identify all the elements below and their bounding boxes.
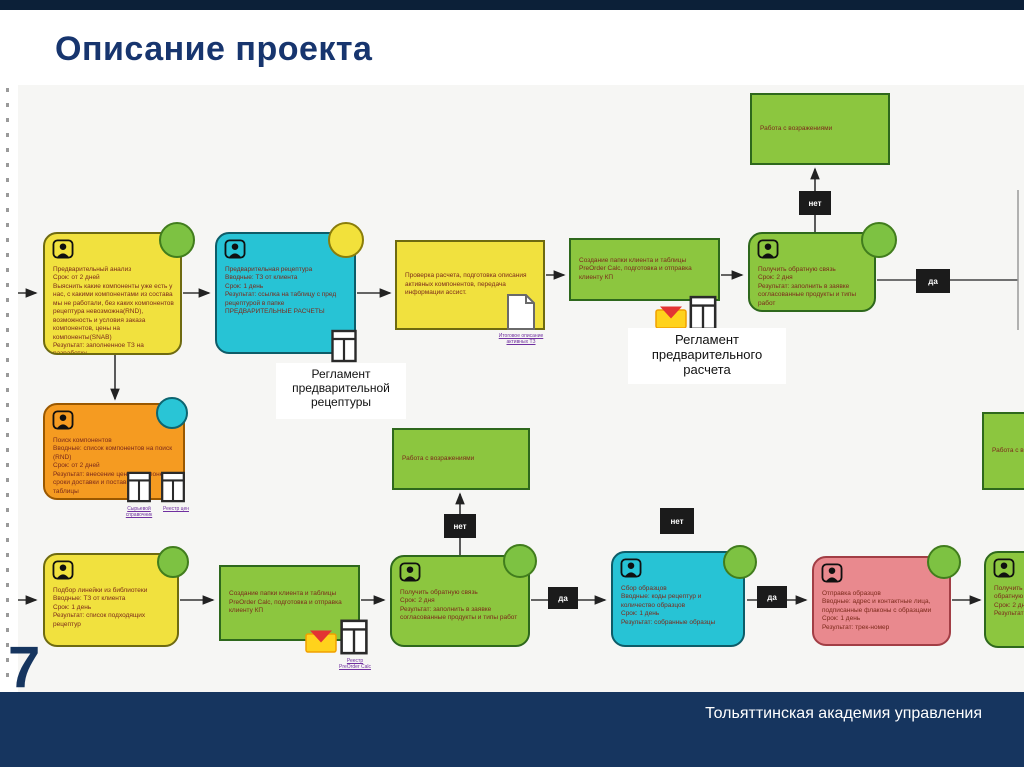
- person-icon: [993, 558, 1015, 583]
- node-text: Создание папки клиента и таблицы PreOrde…: [579, 256, 692, 281]
- person-icon: [224, 239, 246, 264]
- status-circle-cyan: [156, 397, 188, 429]
- flow-node-objections-top: Работа с возражениями: [750, 93, 890, 165]
- flow-node-send-samples: Отправка образцов Вводные: адрес и конта…: [812, 556, 951, 646]
- page-number: 7: [8, 635, 41, 700]
- envelope-icon: [655, 305, 687, 329]
- page-title: Описание проекта: [55, 30, 373, 68]
- decision-label-no: нет: [660, 508, 694, 534]
- flow-node-collect-samples: Сбор образцов Вводные: коды рецептур и к…: [611, 551, 745, 647]
- flow-node-get-feedback-top: Получить обратную связь Срок: 2 дня Резу…: [748, 232, 876, 312]
- node-text: Сбор образцов Вводные: коды рецептур и к…: [621, 585, 716, 626]
- decision-label-yes: да: [916, 269, 950, 293]
- status-circle-green: [159, 222, 195, 258]
- node-text: Отправка образцов Вводные: адрес и конта…: [822, 590, 932, 631]
- node-text: Предварительный анализ Срок: от 2 дней В…: [53, 266, 174, 355]
- attachment-link-final-description: Итоговое описание активных ТЗ: [498, 333, 544, 345]
- status-circle-green: [157, 546, 189, 578]
- envelope-icon: [305, 628, 337, 654]
- node-text: Работа с возражениями: [402, 454, 475, 462]
- flow-node-select-line: Подбор линейки из библиотеки Вводные: ТЗ…: [43, 553, 179, 647]
- node-text: Проверка расчета, подготовка описания ак…: [405, 272, 527, 297]
- node-text: Работа с возражениями: [992, 446, 1024, 454]
- node-text: Получить обратную связь Срок: 2 дня Резу…: [994, 585, 1024, 618]
- table-icon: [340, 618, 368, 656]
- attachment-link-raw-materials: Сырьевой справочник: [125, 506, 153, 518]
- node-text: Получить обратную связь Срок: 2 дня Резу…: [758, 266, 857, 307]
- footer-text: Тольяттинская академия управления: [705, 705, 982, 722]
- flow-node-objections-mid: Работа с возражениями: [392, 428, 530, 490]
- label-reg-preliminary-calc: Регламент предварительного расчета: [628, 328, 786, 384]
- flow-node-preliminary-analysis: Предварительный анализ Срок: от 2 дней В…: [43, 232, 182, 355]
- perforation-dots: [6, 88, 9, 688]
- person-icon: [52, 410, 74, 435]
- status-circle-yellow: [328, 222, 364, 258]
- person-icon: [620, 558, 642, 583]
- flow-node-get-feedback-bottom: Получить обратную связь Срок: 2 дня Резу…: [390, 555, 530, 647]
- flow-node-create-client-folder-bottom: Создание папки клиента и таблицы PreOrde…: [219, 565, 360, 641]
- person-icon: [757, 239, 779, 264]
- node-text: Получить обратную связь Срок: 2 дня Резу…: [400, 589, 518, 622]
- table-icon: [689, 295, 717, 331]
- decision-label-no: нет: [444, 514, 476, 538]
- person-icon: [52, 560, 74, 585]
- attachment-link-price-registry: Реестр цен: [163, 506, 189, 512]
- person-icon: [399, 562, 421, 587]
- table-icon: [331, 328, 357, 364]
- node-text: Предварительная рецептура Вводные: ТЗ от…: [225, 266, 337, 316]
- document-icon: [505, 293, 537, 331]
- flow-node-get-feedback-right: Получить обратную связь Срок: 2 дня Резу…: [984, 551, 1024, 648]
- label-reg-preliminary-recipe: Регламент предварительной рецептуры: [276, 363, 406, 419]
- node-text: Подбор линейки из библиотеки Вводные: ТЗ…: [53, 587, 148, 628]
- node-text: Создание папки клиента и таблицы PreOrde…: [229, 590, 342, 615]
- flow-node-create-client-folder-top: Создание папки клиента и таблицы PreOrde…: [569, 238, 720, 301]
- status-circle-green: [861, 222, 897, 258]
- attachment-link-preorder-registry: Реестр PreOrder Calc: [339, 658, 371, 670]
- table-icon: [126, 471, 152, 503]
- footer-bar: Тольяттинская академия управления: [0, 692, 1024, 767]
- person-icon: [821, 563, 843, 588]
- decision-label-no: нет: [799, 191, 831, 215]
- connector-lines: [18, 167, 1019, 605]
- flow-node-objections-right: Работа с возражениями: [982, 412, 1024, 490]
- table-icon: [160, 471, 186, 503]
- status-circle-green: [503, 544, 537, 578]
- status-circle-green: [927, 545, 961, 579]
- person-icon: [52, 239, 74, 264]
- flow-node-search-components: Поиск компонентов Вводные: список компон…: [43, 403, 185, 500]
- decision-label-yes: да: [548, 587, 578, 609]
- flow-node-check-calculation: Проверка расчета, подготовка описания ак…: [395, 240, 545, 330]
- decision-label-yes: да: [757, 586, 787, 608]
- top-bar: [0, 0, 1024, 10]
- node-text: Работа с возражениями: [760, 124, 833, 132]
- node-text: Поиск компонентов Вводные: список компон…: [53, 437, 177, 495]
- status-circle-green: [723, 545, 757, 579]
